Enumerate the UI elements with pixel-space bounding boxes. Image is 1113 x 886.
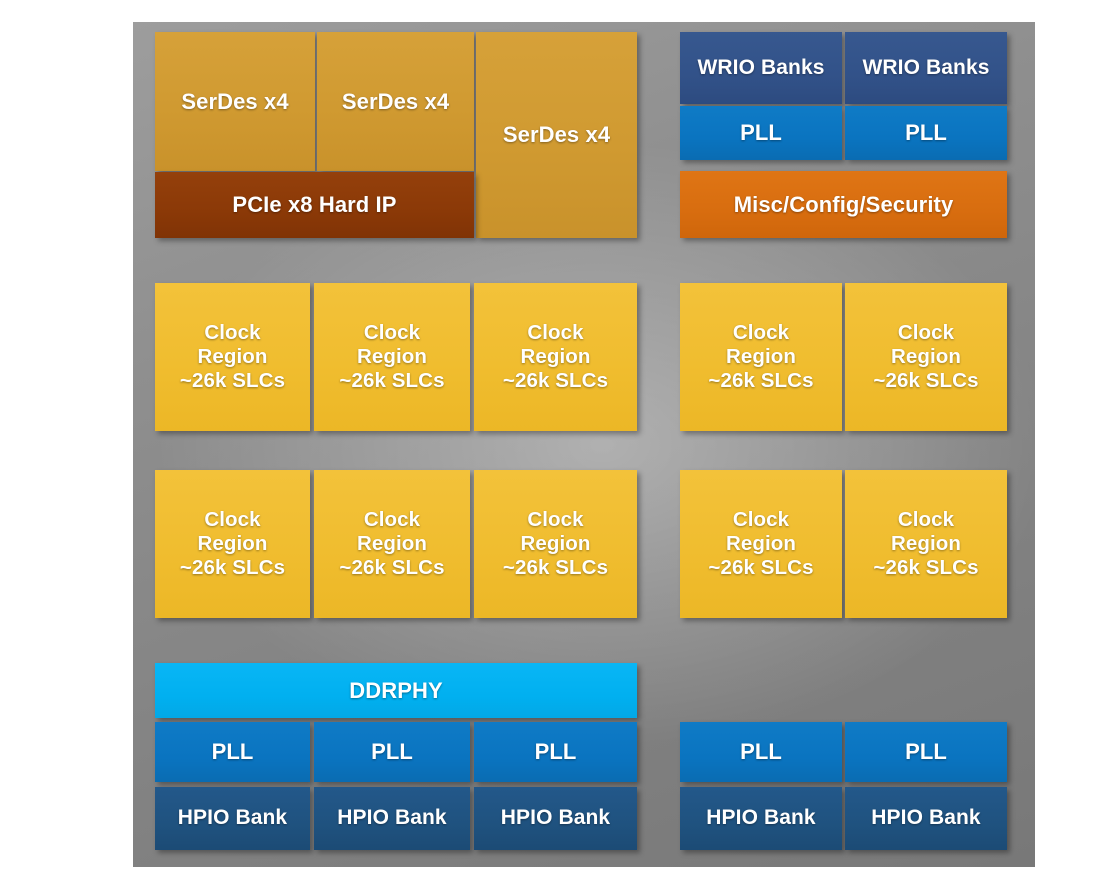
clock-l1-2-block[interactable]: Clock Region ~26k SLCs [314, 283, 470, 431]
clock-l2-1-block[interactable]: Clock Region ~26k SLCs [155, 470, 310, 618]
pll-tr-1-block[interactable]: PLL [680, 106, 842, 160]
clock-l1-1-block[interactable]: Clock Region ~26k SLCs [155, 283, 310, 431]
misc-1-block[interactable]: Misc/Config/Security [680, 171, 1007, 238]
hpio-bl-3-block[interactable]: HPIO Bank [474, 787, 637, 850]
clock-r1-1-block[interactable]: Clock Region ~26k SLCs [680, 283, 842, 431]
clock-l2-3-block[interactable]: Clock Region ~26k SLCs [474, 470, 637, 618]
hpio-bl-1-block[interactable]: HPIO Bank [155, 787, 310, 850]
wrio-1-block[interactable]: WRIO Banks [680, 32, 842, 104]
pll-br-1-block[interactable]: PLL [680, 722, 842, 782]
pll-bl-1-block[interactable]: PLL [155, 722, 310, 782]
serdes-2-block[interactable]: SerDes x4 [317, 32, 474, 171]
clock-r1-2-block[interactable]: Clock Region ~26k SLCs [845, 283, 1007, 431]
hpio-bl-2-block[interactable]: HPIO Bank [314, 787, 470, 850]
serdes-3-block[interactable]: SerDes x4 [476, 32, 637, 238]
pll-br-2-block[interactable]: PLL [845, 722, 1007, 782]
pll-tr-2-block[interactable]: PLL [845, 106, 1007, 160]
clock-r2-2-block[interactable]: Clock Region ~26k SLCs [845, 470, 1007, 618]
pcie-1-block[interactable]: PCIe x8 Hard IP [155, 172, 474, 238]
pll-bl-3-block[interactable]: PLL [474, 722, 637, 782]
clock-l2-2-block[interactable]: Clock Region ~26k SLCs [314, 470, 470, 618]
hpio-br-1-block[interactable]: HPIO Bank [680, 787, 842, 850]
hpio-br-2-block[interactable]: HPIO Bank [845, 787, 1007, 850]
ddrphy-1-block[interactable]: DDRPHY [155, 663, 637, 718]
pll-bl-2-block[interactable]: PLL [314, 722, 470, 782]
clock-r2-1-block[interactable]: Clock Region ~26k SLCs [680, 470, 842, 618]
clock-l1-3-block[interactable]: Clock Region ~26k SLCs [474, 283, 637, 431]
serdes-1-block[interactable]: SerDes x4 [155, 32, 315, 171]
wrio-2-block[interactable]: WRIO Banks [845, 32, 1007, 104]
